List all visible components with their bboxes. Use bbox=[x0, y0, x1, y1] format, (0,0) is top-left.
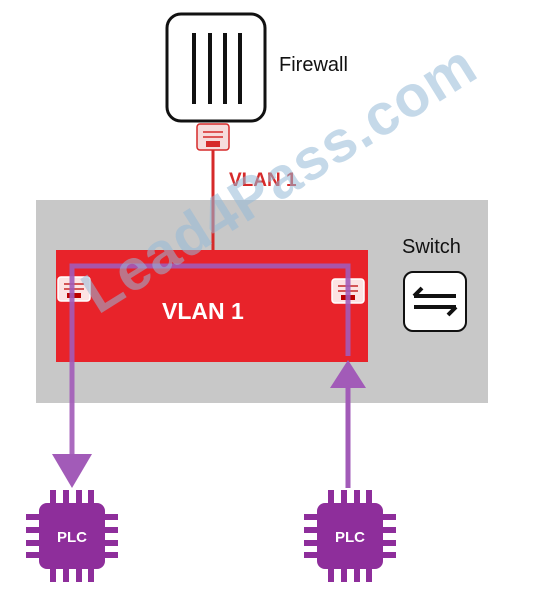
firewall-label: Firewall bbox=[279, 54, 348, 76]
uplink-vlan-label: VLAN 1 bbox=[229, 170, 297, 191]
traffic-path bbox=[69, 263, 351, 458]
traffic-arrow-down bbox=[52, 454, 92, 488]
plc-chip-icon: PLC bbox=[304, 490, 396, 582]
firewall-port-icon bbox=[196, 123, 230, 151]
plc-label-right: PLC bbox=[335, 529, 365, 546]
vlan-box-label: VLAN 1 bbox=[162, 298, 244, 324]
plc-chip-icon: PLC bbox=[26, 490, 118, 582]
traffic-arrow-up bbox=[330, 360, 366, 388]
vlan-box bbox=[56, 250, 368, 362]
plc-label-left: PLC bbox=[57, 529, 87, 546]
switch-arrows-icon bbox=[403, 271, 467, 332]
switch-label: Switch bbox=[402, 236, 461, 258]
firewall-icon bbox=[165, 12, 267, 123]
